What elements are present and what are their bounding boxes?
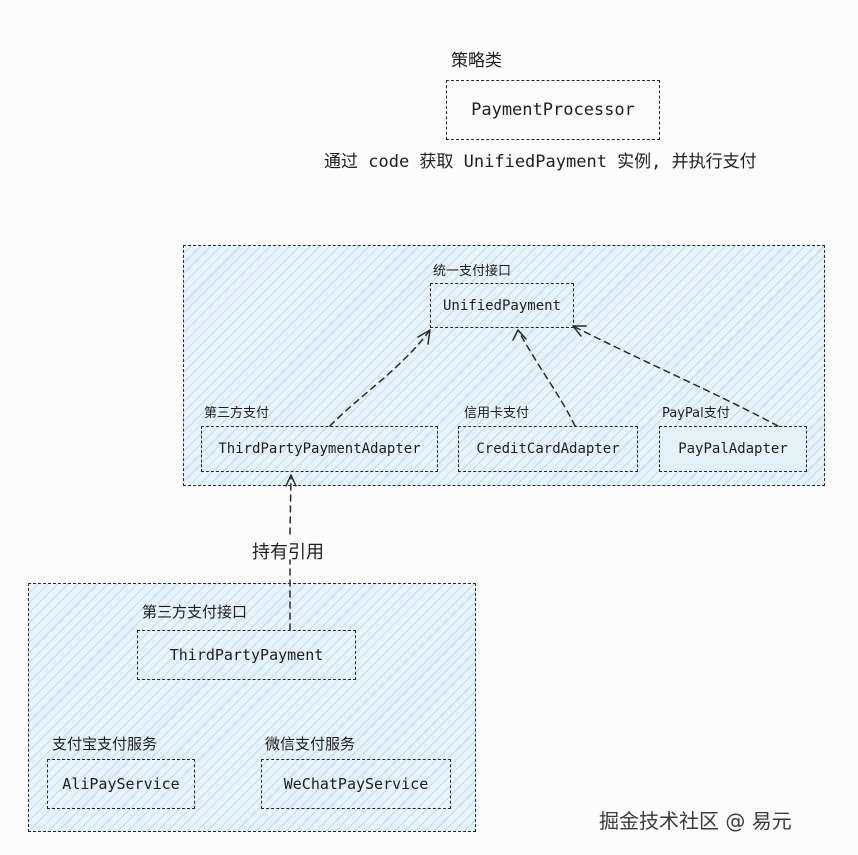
alipay-service-box[interactable]: AliPayService — [47, 759, 195, 809]
arrow-credit-card-to-unified — [517, 329, 576, 427]
strategy-label: 策略类 — [451, 51, 502, 71]
wechat-service-box[interactable]: WeChatPayService — [261, 759, 451, 809]
third-party-payment-box[interactable]: ThirdPartyPayment — [137, 630, 356, 680]
payment-processor-box[interactable]: PaymentProcessor — [446, 80, 660, 140]
third-party-payment-label: 第三方支付接口 — [142, 603, 248, 621]
arrow-third-party-to-unified — [329, 329, 431, 427]
arrowhead-third-party-adapter — [285, 474, 297, 487]
third-party-adapter-box[interactable]: ThirdPartyPaymentAdapter — [201, 426, 438, 472]
third-party-payment-group — [28, 583, 476, 832]
watermark: 掘金技术社区 @ 易元 — [599, 809, 792, 833]
service-label-alipay: 支付宝支付服务 — [52, 735, 158, 753]
holds-reference-label: 持有引用 — [250, 538, 326, 564]
service-label-wechat: 微信支付服务 — [265, 735, 356, 753]
arrowhead-unified-right — [572, 325, 587, 337]
strategy-caption: 通过 code 获取 UnifiedPayment 实例, 并执行支付 — [324, 152, 757, 172]
arrowhead-unified-mid — [512, 329, 527, 341]
unified-payment-box[interactable]: UnifiedPayment — [430, 283, 574, 328]
credit-card-adapter-box[interactable]: CreditCardAdapter — [458, 426, 638, 472]
unified-payment-label: 统一支付接口 — [433, 264, 512, 279]
arrow-third-party-iface-upper — [289, 475, 292, 535]
arrow-paypal-to-unified — [572, 325, 779, 427]
paypal-adapter-box[interactable]: PayPalAdapter — [659, 426, 807, 472]
adapter-label-paypal: PayPal支付 — [662, 406, 730, 421]
adapter-label-third-party: 第三方支付 — [204, 406, 270, 421]
adapter-label-credit-card: 信用卡支付 — [464, 406, 530, 421]
arrowhead-unified-left — [417, 329, 431, 345]
